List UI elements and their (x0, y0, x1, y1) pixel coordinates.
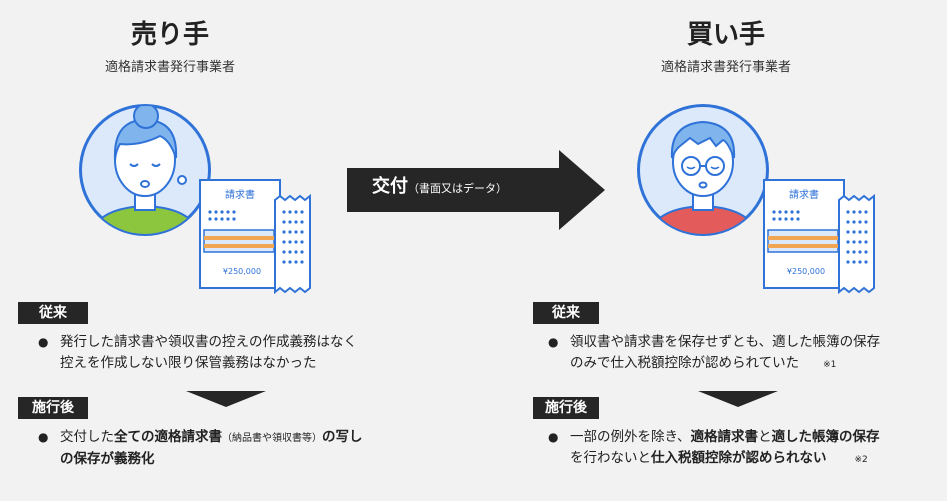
seller-invoice-amount: ¥250,000 (223, 267, 261, 276)
delivery-arrow-label: 交付（書面又はデータ） (372, 172, 572, 198)
right-down-arrow (698, 391, 778, 407)
bullet-icon: ● (38, 427, 48, 448)
buyer-invoice-doc: 請求書 ¥250,000 (764, 180, 844, 288)
left-after-text: ● 交付した全ての適格請求書（納品書や領収書等）の写し の保存が義務化 (38, 427, 500, 470)
right-after-part1: 一部の例外を除き、 (570, 429, 691, 445)
right-after-text: ● 一部の例外を除き、適格請求書と適した帳簿の保存 を行わないと仕入税額控除が認… (548, 427, 947, 471)
left-after-part3: （納品書や領収書等） (222, 433, 322, 444)
buyer-illustration: 請求書 ¥250,000 (628, 88, 888, 303)
right-after-note: ※2 (855, 455, 868, 465)
bullet-icon: ● (548, 332, 558, 353)
buyer-title: 買い手 (606, 14, 846, 51)
right-after-part3: と (758, 429, 772, 445)
right-after-part2: 適格請求書 (691, 429, 759, 445)
right-before-line2: のみで仕入税額控除が認められていた (570, 355, 799, 371)
buyer-subtitle: 適格請求書発行事業者 (606, 56, 846, 75)
left-after-part2: 全ての適格請求書 (114, 429, 222, 445)
left-after-line2: の保存が義務化 (60, 451, 155, 467)
left-before-text: ● 発行した請求書や領収書の控えの作成義務はなく 控えを作成しない限り保管義務は… (38, 332, 480, 374)
right-after-part4: 適した帳簿の保存 (772, 429, 880, 445)
right-before-line1: 領収書や請求書を保存せずとも、適した帳簿の保存 (570, 332, 947, 353)
right-before-note: ※1 (823, 360, 836, 370)
left-before-line1: 発行した請求書や領収書の控えの作成義務はなく (60, 332, 480, 353)
left-after-part4: の写し (322, 429, 363, 445)
left-before-line2: 控えを作成しない限り保管義務はなかった (60, 353, 480, 374)
left-after-part1: 交付した (60, 429, 114, 445)
bullet-icon: ● (38, 332, 48, 353)
buyer-invoice-title: 請求書 (789, 188, 819, 201)
right-after-l2a: を行わないと (570, 450, 651, 466)
delivery-label-main: 交付 (372, 176, 408, 197)
seller-invoice-doc: 請求書 ¥250,000 (200, 180, 280, 288)
buyer-receipt-doc (839, 196, 874, 292)
seller-illustration: 請求書 ¥250,000 (70, 88, 330, 303)
left-down-arrow (186, 391, 266, 407)
bullet-icon: ● (548, 427, 558, 448)
right-before-tag: 従来 (533, 302, 599, 324)
seller-subtitle: 適格請求書発行事業者 (50, 56, 290, 75)
seller-invoice-title: 請求書 (225, 188, 255, 201)
right-after-tag: 施行後 (533, 397, 599, 419)
seller-title: 売り手 (50, 14, 290, 51)
right-after-l2b: 仕入税額控除が認められない (651, 450, 827, 466)
right-before-text: ● 領収書や請求書を保存せずとも、適した帳簿の保存 のみで仕入税額控除が認められ… (548, 332, 947, 376)
buyer-invoice-amount: ¥250,000 (787, 267, 825, 276)
left-before-tag: 従来 (18, 302, 88, 324)
left-after-tag: 施行後 (18, 397, 88, 419)
delivery-label-sub: （書面又はデータ） (408, 182, 507, 195)
seller-receipt-doc (275, 196, 310, 292)
